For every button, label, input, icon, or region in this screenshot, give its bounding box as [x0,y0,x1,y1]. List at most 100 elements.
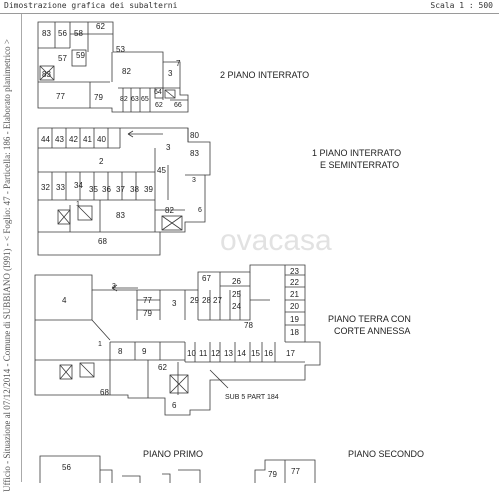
unit-label: 58 [74,29,83,38]
unit-label: 29 [190,296,199,305]
labels-1-interrato: 44 43 42 41 40 80 3 83 2 45 3 32 33 34 3… [41,131,202,246]
unit-label: 79 [94,93,103,102]
plan-piano-terra [34,264,321,416]
unit-label: 44 [41,135,50,144]
unit-label: 18 [290,328,299,337]
unit-label: 9 [142,347,147,356]
unit-label: 79 [268,470,277,479]
unit-label: 19 [290,315,299,324]
unit-label: 82 [122,67,131,76]
unit-label: 83 [190,149,199,158]
unit-label: 62 [96,22,105,31]
unit-label: 3 [172,299,177,308]
unit-label: 43 [55,135,64,144]
unit-label: 63 [131,96,139,103]
unit-label: 83 [116,211,125,220]
labels-piano-terra: 67 3 26 77 25 3 29 28 27 24 79 4 23 22 2… [62,267,299,410]
unit-label: 24 [232,302,241,311]
unit-label: 32 [41,183,50,192]
unit-label: 65 [141,96,149,103]
caption-piano-terra: PIANO TERRA CON [328,314,411,324]
unit-label: 20 [290,302,299,311]
unit-label: 78 [244,321,253,330]
unit-label: 3 [168,69,173,78]
unit-label: 10 [187,349,196,358]
unit-label: 6 [198,207,202,214]
caption-sub-part: SUB 5 PART 184 [225,394,279,401]
unit-label: 13 [224,349,233,358]
caption-2-piano-interrato: 2 PIANO INTERRATO [220,70,309,80]
labels-2-interrato: 83 56 58 62 57 59 53 83 7 3 82 77 79 82 … [42,22,182,109]
unit-label: 35 [89,185,98,194]
unit-label: 77 [291,467,300,476]
unit-label: 3 [112,283,116,290]
drawing-frame [21,14,498,482]
unit-label: 41 [83,135,92,144]
caption-1-piano-interrato: 1 PIANO INTERRATO [312,148,401,158]
caption-piano-secondo: PIANO SECONDO [348,449,424,459]
unit-label: 82 [165,206,174,215]
watermark-text: ovacasa [220,224,332,257]
unit-label: 26 [232,277,241,286]
unit-label: 33 [56,183,65,192]
unit-label: 62 [155,102,163,109]
plan-2-interrato [37,21,189,113]
unit-label: 25 [232,290,241,299]
unit-label: 62 [158,363,167,372]
unit-label: 56 [62,463,71,472]
plan-1-interrato [37,127,211,256]
unit-label: 11 [199,349,208,358]
unit-label: 34 [74,181,83,190]
unit-label: 4 [62,296,67,305]
scale-label: Scala 1 : 500 [430,1,493,10]
unit-label: 77 [143,296,152,305]
caption-seminterrato: E SEMINTERRATO [320,160,399,170]
unit-label: 12 [211,349,220,358]
unit-label: 42 [69,135,78,144]
unit-label: 83 [42,70,51,79]
unit-label: 21 [290,290,299,299]
unit-label: 64 [154,89,162,96]
unit-label: 83 [42,29,51,38]
unit-label: 68 [98,237,107,246]
plan-piano-primo [39,455,201,483]
unit-label: 36 [102,185,111,194]
direction-arrow-1 [127,130,163,138]
unit-label: 59 [76,51,85,60]
unit-label: 82 [120,96,128,103]
unit-label: 38 [130,185,139,194]
unit-label: 23 [290,267,299,276]
unit-label: 27 [213,296,222,305]
unit-label: 6 [172,401,177,410]
unit-label: 1 [76,201,80,208]
unit-label: 57 [58,54,67,63]
unit-label: 8 [118,347,123,356]
unit-label: 15 [251,349,260,358]
unit-label: 79 [143,309,152,318]
unit-label: 3 [192,177,196,184]
unit-label: 56 [58,29,67,38]
unit-label: 17 [286,349,295,358]
unit-label: 66 [174,102,182,109]
unit-label: 2 [99,157,104,166]
unit-label: 39 [144,185,153,194]
plan-piano-secondo [254,459,316,483]
unit-label: 7 [176,59,181,68]
unit-label: 16 [264,349,273,358]
unit-label: 1 [98,341,102,348]
header-bar: Dimostrazione grafica dei subalterni Sca… [0,0,499,14]
caption-piano-primo: PIANO PRIMO [143,449,203,459]
unit-label: 3 [166,143,171,152]
caption-corte-annessa: CORTE ANNESSA [334,326,410,336]
unit-label: 40 [97,135,106,144]
document-title: Dimostrazione grafica dei subalterni [4,1,178,10]
unit-label: 22 [290,278,299,287]
unit-label: 14 [237,349,246,358]
unit-label: 67 [202,274,211,283]
unit-label: 80 [190,131,199,140]
unit-label: 68 [100,388,109,397]
unit-label: 53 [116,45,125,54]
unit-label: 45 [157,166,166,175]
